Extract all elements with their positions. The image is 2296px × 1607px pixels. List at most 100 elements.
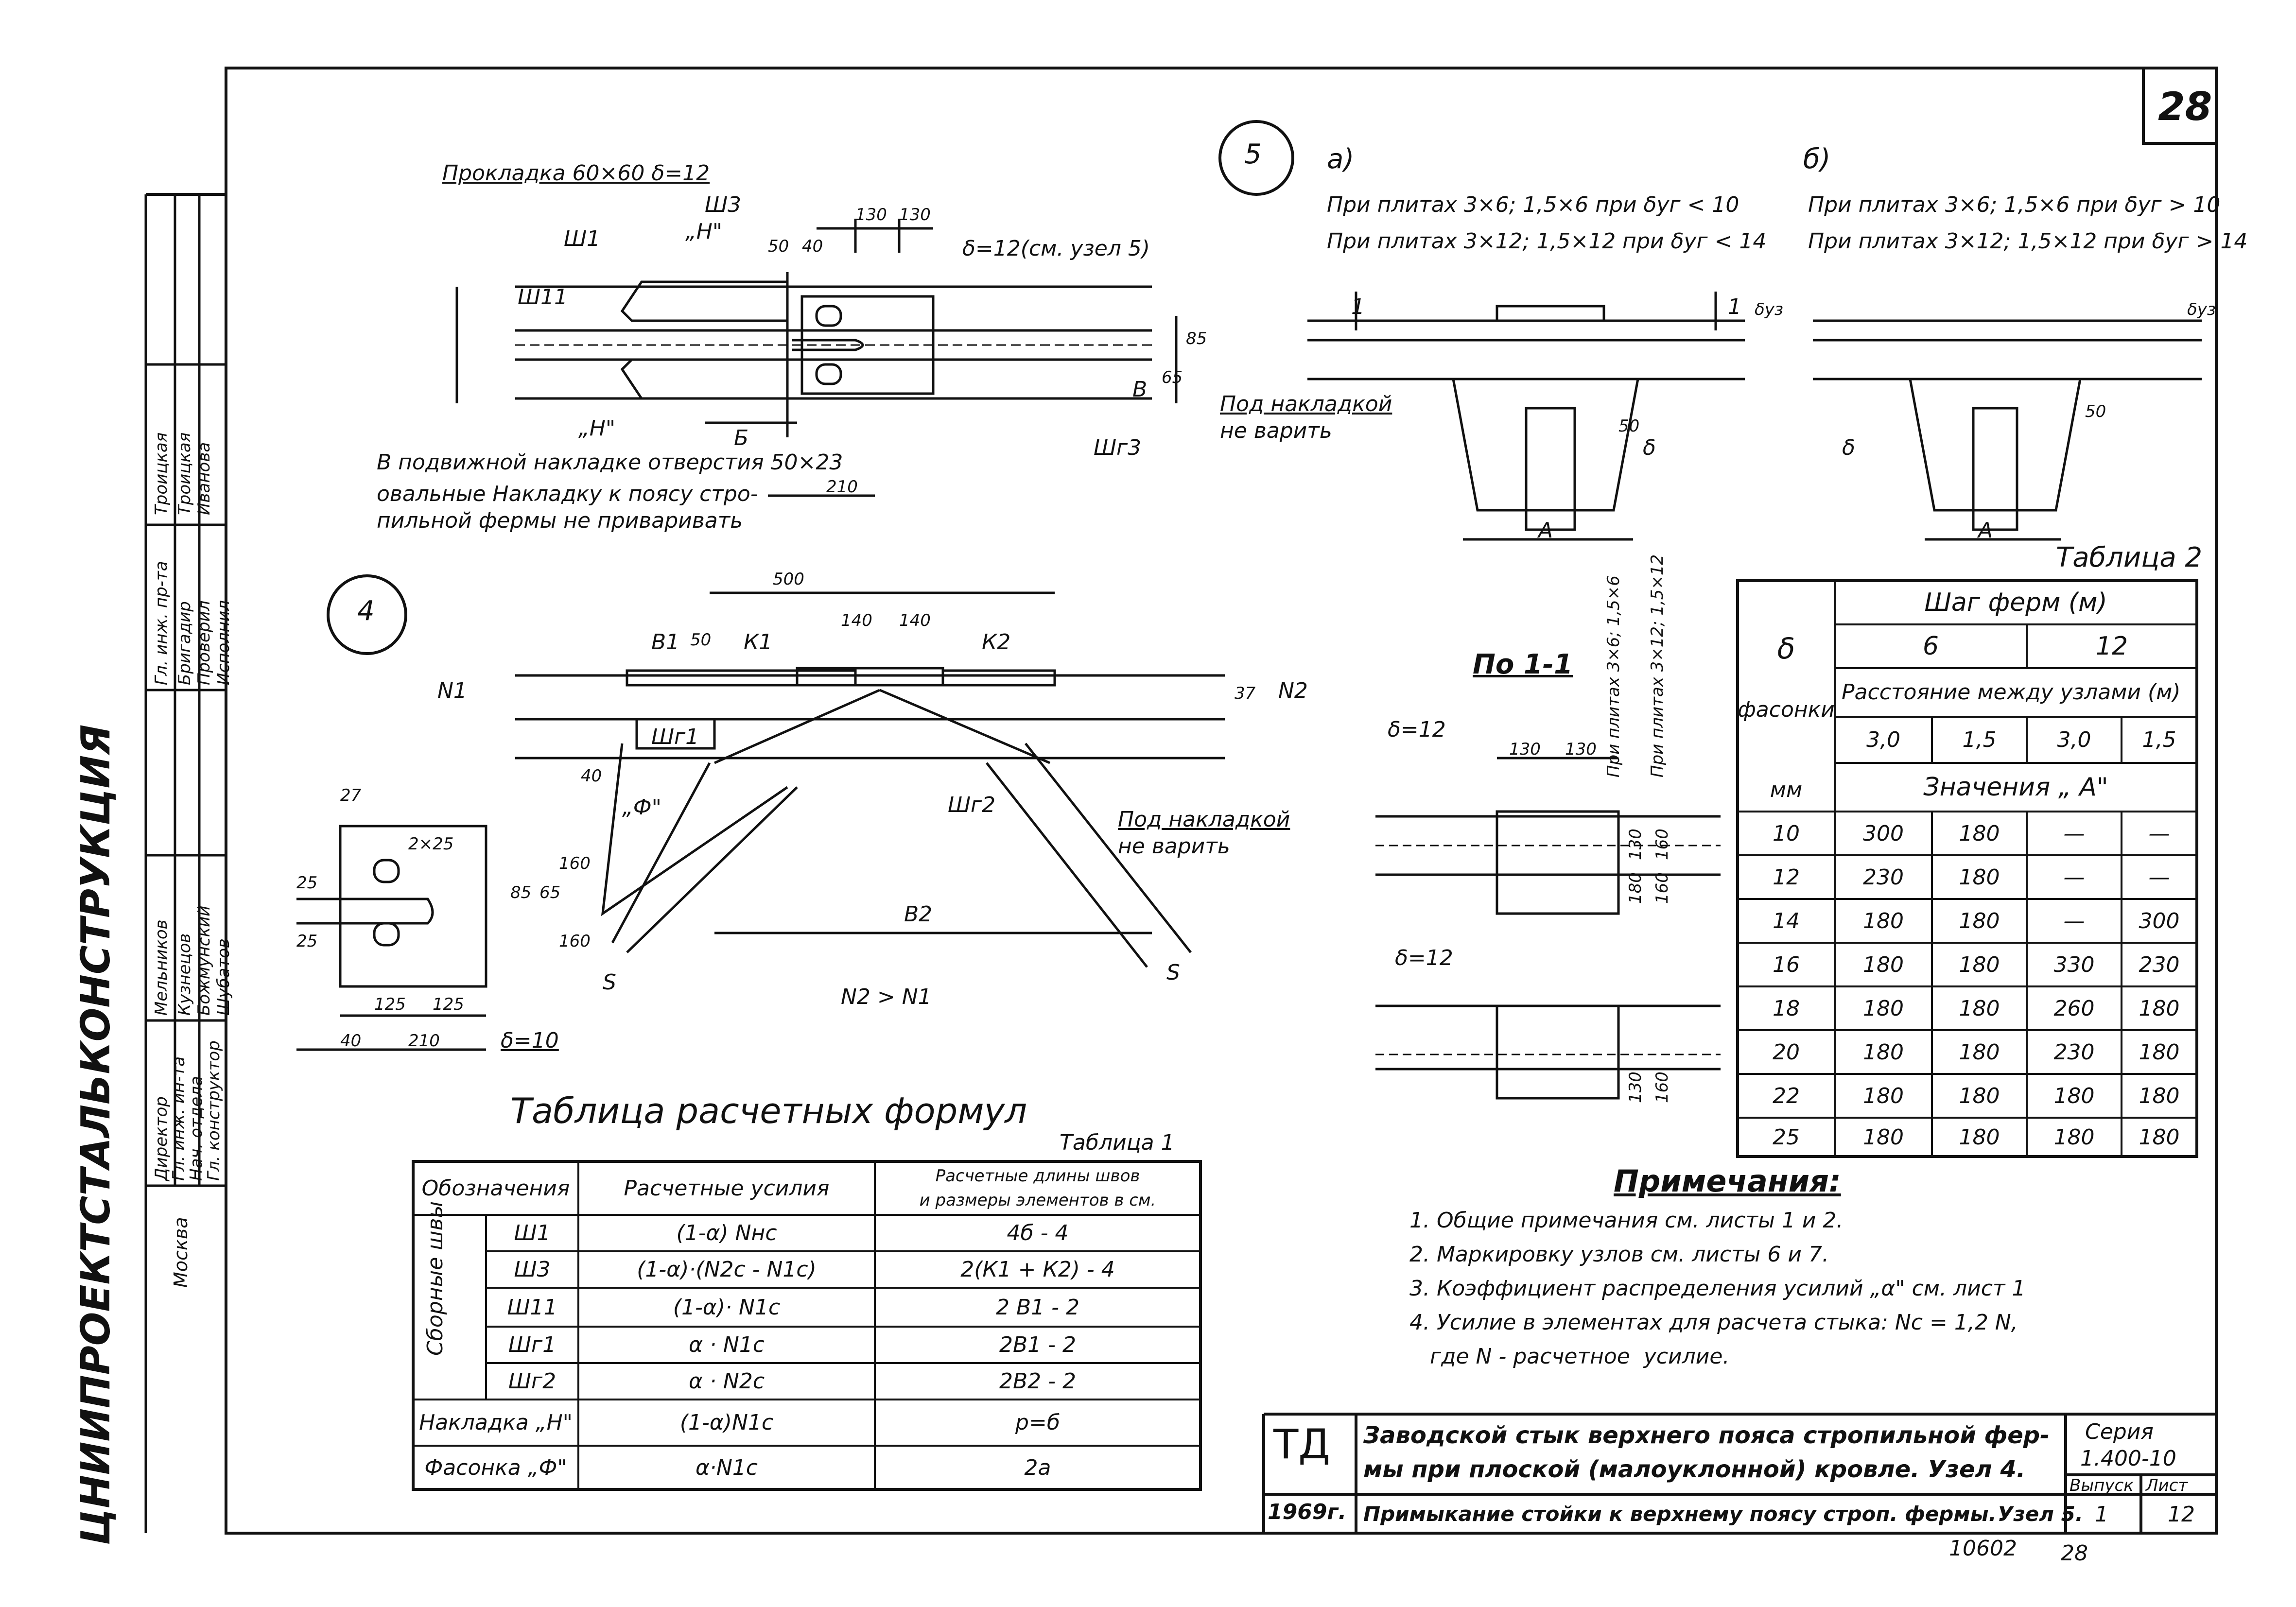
stamp-name-1: Мельников: [152, 919, 171, 1016]
view-a-line2: При плитах 3×12; 1,5×12 при δуг < 14: [1327, 229, 1767, 254]
table2-cell: 180: [1959, 821, 2000, 846]
view-a-A: А: [1538, 518, 1553, 543]
table2-cell: 180: [1959, 1039, 2000, 1065]
table1-cell: α · N1с: [688, 1332, 765, 1357]
note-2: 2. Маркировку узлов см. листы 6 и 7.: [1409, 1242, 1829, 1267]
node4-d37: 37: [1235, 684, 1256, 703]
table2-cell: 180: [1863, 1124, 1904, 1150]
node4-rel: N2 > N1: [841, 985, 932, 1009]
table2-mm: мм: [1770, 777, 1803, 802]
node4-pod-nakl-2: не варить: [1118, 834, 1230, 859]
table2-cell: 180: [1863, 1083, 1904, 1108]
table2-s12: 12: [2095, 632, 2128, 661]
node4-sh21: Шг1: [651, 725, 699, 749]
table1-cell: 2(К1 + К2) - 4: [960, 1257, 1115, 1282]
node5-delta-note: δ=12(см. узел 5): [962, 236, 1150, 261]
table2-cell: 230: [1863, 864, 1904, 890]
table2-cell: 180: [2053, 1083, 2095, 1108]
node5-H2: „Н": [578, 416, 616, 441]
table2-cell: —: [2148, 821, 2170, 846]
note-1: 1. Общие примечания см. листы 1 и 2.: [1409, 1208, 1844, 1233]
plate-d125b: 125: [433, 995, 464, 1014]
table1-cell: Ш1: [514, 1221, 551, 1245]
table2-cell: 14: [1773, 908, 1800, 933]
node4-d140b: 140: [899, 611, 931, 630]
table1-cell: 2В1 - 2: [999, 1332, 1077, 1357]
node4-v1: В1: [651, 630, 680, 655]
section-d12b: δ=12: [1395, 946, 1453, 970]
node5-sh1: Ш1: [564, 226, 601, 251]
view-a-one-r: 1: [1728, 294, 1741, 319]
table1-cell: (1-α)N1с: [679, 1410, 774, 1435]
table2-cell: 180: [1863, 908, 1904, 933]
table2-shag: Шаг ферм (м): [1924, 588, 2107, 617]
tb-list: 12: [2168, 1502, 2195, 1527]
node5-sh3: Ш3: [705, 192, 742, 217]
node5-sh2: Шг3: [1094, 435, 1142, 460]
plate-d125a: 125: [374, 995, 406, 1014]
table1-cell: Ш3: [514, 1257, 551, 1282]
plate-d210: 210: [408, 1031, 440, 1051]
stamp-role-5: Гл. инж. пр-та: [152, 561, 171, 685]
view-a-pod-2: не варить: [1220, 418, 1332, 443]
table1-cell: α·N1с: [695, 1455, 758, 1480]
table2-cell: 18: [1773, 996, 1800, 1021]
node5-d130b: 130: [899, 205, 931, 225]
plate-d40: 40: [340, 1031, 362, 1051]
tb-vyp: 1: [2095, 1502, 2108, 1527]
section-d180: 180: [1626, 872, 1645, 904]
table1-cell: 2 В1 - 2: [995, 1295, 1079, 1320]
plate-d2x25: 2×25: [408, 834, 454, 854]
stamp-name-3: Божмунский: [194, 905, 214, 1016]
section-d160c: 160: [1652, 1071, 1672, 1103]
node4-N1: N1: [437, 678, 467, 703]
table2-cell: —: [2063, 821, 2085, 846]
node5-d210: 210: [826, 477, 858, 497]
node5-d85: 85: [1186, 329, 1207, 348]
tb-line2: мы при плоской (малоуклонной) кровле. Уз…: [1363, 1456, 2026, 1483]
tb-td: ТД: [1273, 1420, 1330, 1468]
node4-d50: 50: [690, 630, 712, 650]
table2-cell: 180: [1863, 996, 1904, 1021]
plate-d160b: 160: [559, 932, 591, 951]
table2-cell: 180: [1863, 1039, 1904, 1065]
table1-caption: Таблица 1: [1060, 1130, 1175, 1155]
note-5: где N - расчетное усилие.: [1409, 1344, 1730, 1369]
stamp-role-6: Бригадир: [175, 601, 194, 685]
table1-cell: 2а: [1024, 1455, 1051, 1480]
table2-sub-2: 1,5: [1962, 727, 1997, 752]
section-d160b: 160: [1652, 872, 1672, 904]
node4-d40: 40: [581, 766, 602, 786]
stamp-role-7: Проверил: [194, 600, 214, 685]
node5-d130a: 130: [855, 205, 887, 225]
note-4: 4. Усилие в элементах для расчета стыка:…: [1409, 1310, 2018, 1335]
section-d12a: δ=12: [1388, 717, 1446, 742]
tb-line1: Заводской стык верхнего пояса стропильно…: [1363, 1422, 2050, 1449]
node4-sh22: Шг2: [948, 793, 996, 817]
view-a-delta: δ: [1643, 435, 1656, 460]
node5-d65: 65: [1162, 368, 1183, 387]
node5-d40: 40: [802, 237, 823, 256]
node4-d500: 500: [773, 570, 804, 589]
node5-label: 5: [1244, 138, 1262, 170]
section-d130b: 130: [1565, 740, 1597, 759]
node4-F: „Ф": [622, 795, 661, 820]
view-a-line1: При плитах 3×6; 1,5×6 при δуг < 10: [1327, 192, 1739, 217]
view-a-duz: δуз: [1755, 300, 1784, 319]
table2-cell: 180: [1959, 1124, 2000, 1150]
table2-cell: 180: [2053, 1124, 2095, 1150]
table1-cell: Шг1: [508, 1332, 557, 1357]
sheet-number: 28: [2158, 84, 2212, 129]
table2-rasst: Расстояние между узлами (м): [1842, 680, 2181, 705]
node5-v: В: [1132, 377, 1148, 402]
table1-h3b: и размеры элементов в см.: [919, 1191, 1156, 1210]
plate-d27: 27: [340, 786, 362, 805]
node5-H: „Н": [685, 219, 723, 244]
table2-cell: 12: [1773, 864, 1800, 890]
table1-cell: (1-α)· N1с: [673, 1295, 781, 1320]
tb-line3: Примыкание стойки к верхнему поясу строп…: [1363, 1502, 1997, 1526]
node4-K2: К2: [982, 630, 1011, 655]
table2-cell: 180: [1863, 952, 1904, 977]
table1-h3a: Расчетные длины швов: [935, 1166, 1140, 1186]
stamp-name-4: Шубатов: [214, 938, 233, 1016]
